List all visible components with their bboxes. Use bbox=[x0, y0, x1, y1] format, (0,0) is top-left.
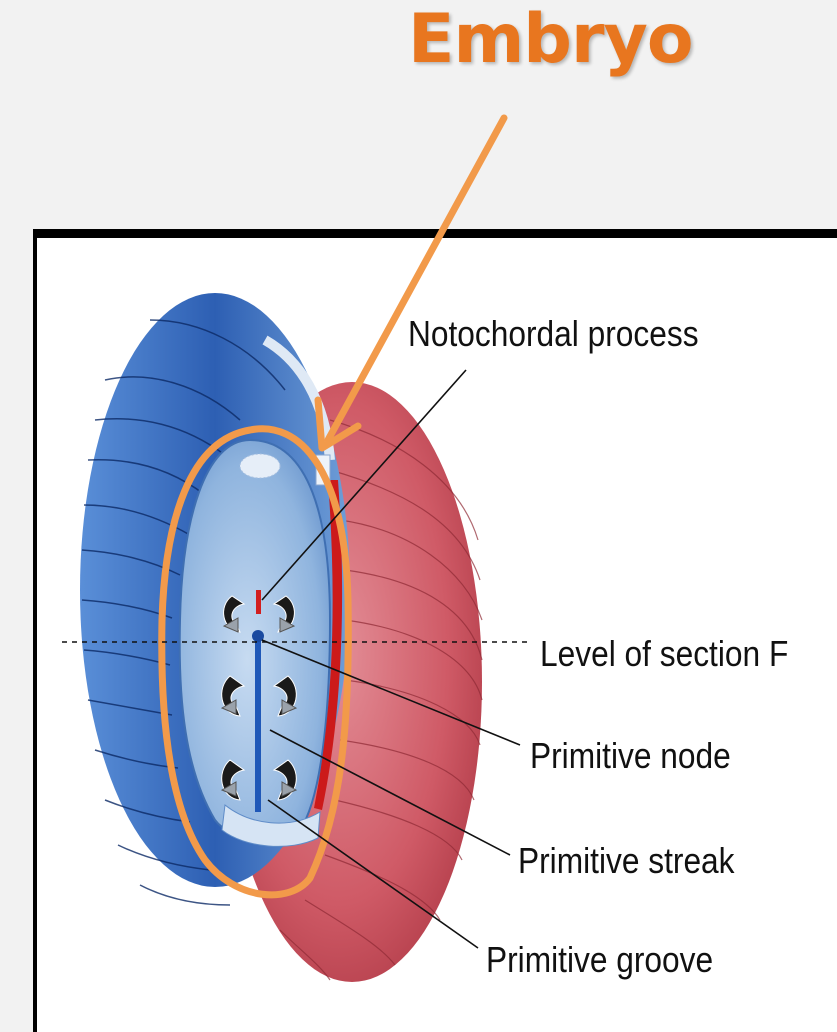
label-primitive-node: Primitive node bbox=[530, 735, 731, 777]
embryo-arrow-shaft bbox=[328, 118, 504, 440]
label-level-of-section: Level of section F bbox=[540, 633, 788, 675]
label-primitive-streak: Primitive streak bbox=[518, 840, 735, 882]
label-notochordal-process: Notochordal process bbox=[408, 313, 699, 355]
label-primitive-groove: Primitive groove bbox=[486, 939, 713, 981]
notochordal-process-mark bbox=[256, 590, 261, 614]
